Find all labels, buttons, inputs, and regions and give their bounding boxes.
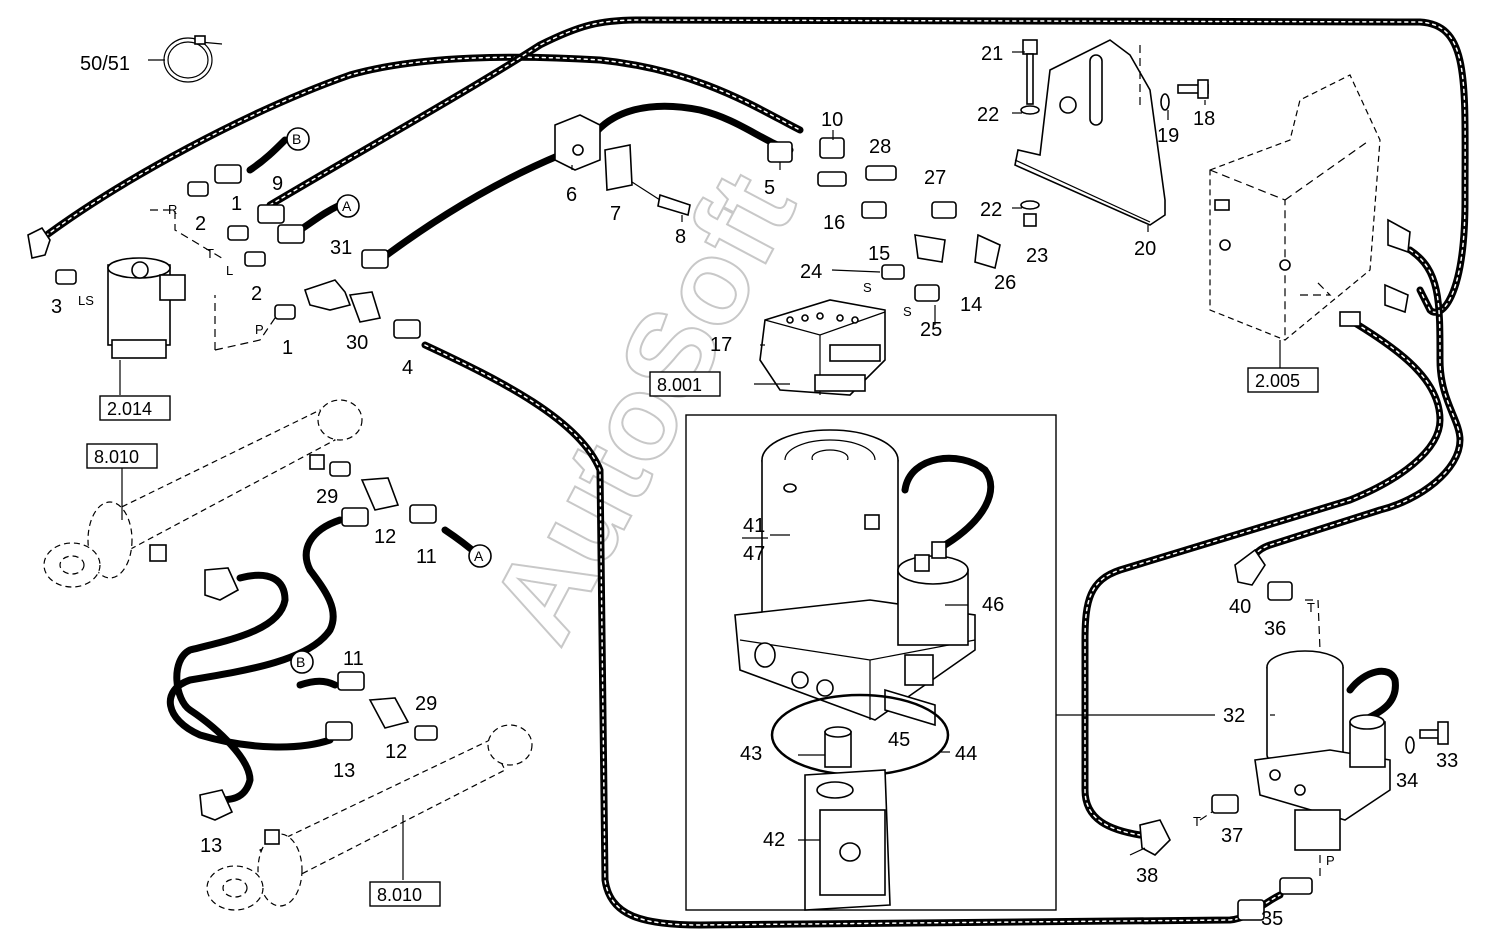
port-label-t: T [1193,814,1201,829]
part-number[interactable]: 12 [385,741,407,763]
control-valve-housing-icon [1209,74,1411,341]
steering-unit-icon [107,257,186,359]
hose-end-fitting-icon [1139,548,1313,921]
connection-marker-a: A [474,548,484,564]
reference-boxes: 2.014 8.001 8.010 8.010 2.005 [86,367,1319,907]
leader-lines [119,45,1332,880]
part-number[interactable]: 5 [764,177,775,199]
power-pack-icon [734,429,976,727]
part-number[interactable]: 22 [980,199,1002,221]
part-number[interactable]: 47 [743,543,765,565]
part-number[interactable]: 1 [231,193,242,215]
part-number[interactable]: 6 [566,184,577,206]
part-number[interactable]: 14 [960,294,982,316]
part-number[interactable]: 19 [1157,125,1179,147]
part-number[interactable]: 3 [51,296,62,318]
part-number[interactable]: 22 [977,104,999,126]
port-label-s: S [863,280,872,295]
port-label-l: L [226,263,233,278]
part-number[interactable]: 12 [374,526,396,548]
elbow-fitting-icon [27,226,51,259]
part-number[interactable]: 38 [1136,865,1158,887]
part-number[interactable]: 17 [710,334,732,356]
ref-box-2005[interactable]: 2.005 [1255,371,1300,391]
part-number[interactable]: 8 [675,226,686,248]
part-number[interactable]: 29 [316,486,338,508]
part-number[interactable]: 7 [610,203,621,225]
part-number[interactable]: 33 [1436,750,1458,772]
part-number[interactable]: 13 [200,835,222,857]
ref-box-8001[interactable]: 8.001 [657,375,702,395]
part-number[interactable]: 40 [1229,596,1251,618]
part-number[interactable]: 4 [402,357,413,379]
port-label-p: P [1326,853,1335,868]
part-number[interactable]: 16 [823,212,845,234]
part-number[interactable]: 11 [343,648,364,670]
part-number[interactable]: 46 [982,594,1004,616]
part-number[interactable]: 36 [1264,618,1286,640]
port-label-p: P [255,322,264,337]
part-number[interactable]: 31 [330,237,352,259]
part-number[interactable]: 25 [920,319,942,341]
part-number-labels: 50/51 2 2 1 1 3 4 5 6 7 8 9 10 11 11 12 … [51,43,1458,930]
part-number[interactable]: 18 [1193,108,1215,130]
part-number[interactable]: 29 [415,693,437,715]
part-number[interactable]: 15 [868,243,890,265]
part-number[interactable]: 24 [800,261,822,283]
port-label-r: R [168,202,177,217]
part-number[interactable]: 11 [416,546,437,568]
part-number[interactable]: 23 [1026,245,1048,267]
part-number[interactable]: 37 [1221,825,1243,847]
part-number[interactable]: 2 [195,213,206,235]
part-number[interactable]: 34 [1396,770,1418,792]
part-number[interactable]: 21 [981,43,1003,65]
part-number[interactable]: 10 [821,109,843,131]
part-number[interactable]: 20 [1134,238,1156,260]
part-number[interactable]: 41 [743,515,765,537]
part-number[interactable]: 2 [251,283,262,305]
mounting-bracket-icon [1014,39,1166,226]
part-number[interactable]: 27 [924,167,946,189]
port-label-s: S [903,304,912,319]
hose-lines [36,16,1469,929]
connection-markers: B A A B [286,127,492,674]
part-number[interactable]: 13 [333,760,355,782]
part-number[interactable]: 42 [763,829,785,851]
part-number[interactable]: 1 [282,337,293,359]
port-labels: R T L LS P S S T T P [78,202,1335,868]
part-number[interactable]: 35 [1261,908,1283,930]
part-number[interactable]: 32 [1223,705,1245,727]
tee-fitting-icon [303,233,1001,323]
control-valve-block-icon [759,299,886,396]
port-label-ls: LS [78,293,94,308]
part-number[interactable]: 28 [869,136,891,158]
part-number[interactable]: 26 [994,272,1016,294]
cable-tie-icon [163,35,223,83]
ref-box-8010[interactable]: 8.010 [377,885,422,905]
connection-marker-a: A [342,198,352,214]
part-number[interactable]: 9 [272,173,283,195]
pump-unit-frame [685,414,1057,911]
part-number[interactable]: 45 [888,729,910,751]
mounting-block-icon [554,114,691,217]
pump-icon [804,726,891,911]
cylinder-fitting-icon [199,461,438,821]
part-number[interactable]: 44 [955,743,977,765]
part-number[interactable]: 50/51 [80,53,130,75]
part-number[interactable]: 30 [346,332,368,354]
part-number[interactable]: 43 [740,743,762,765]
straight-fitting-icon [55,137,957,339]
bolt-icon [1020,39,1449,754]
auxiliary-pump-icon [1254,650,1391,851]
port-label-t: T [206,246,214,261]
port-label-t: T [1307,600,1315,615]
connection-marker-b: B [296,654,305,670]
connection-marker-b: B [292,131,301,147]
ref-box-8010[interactable]: 8.010 [94,447,139,467]
hydraulic-cylinder-icon [43,399,533,911]
ref-box-2014[interactable]: 2.014 [107,399,152,419]
